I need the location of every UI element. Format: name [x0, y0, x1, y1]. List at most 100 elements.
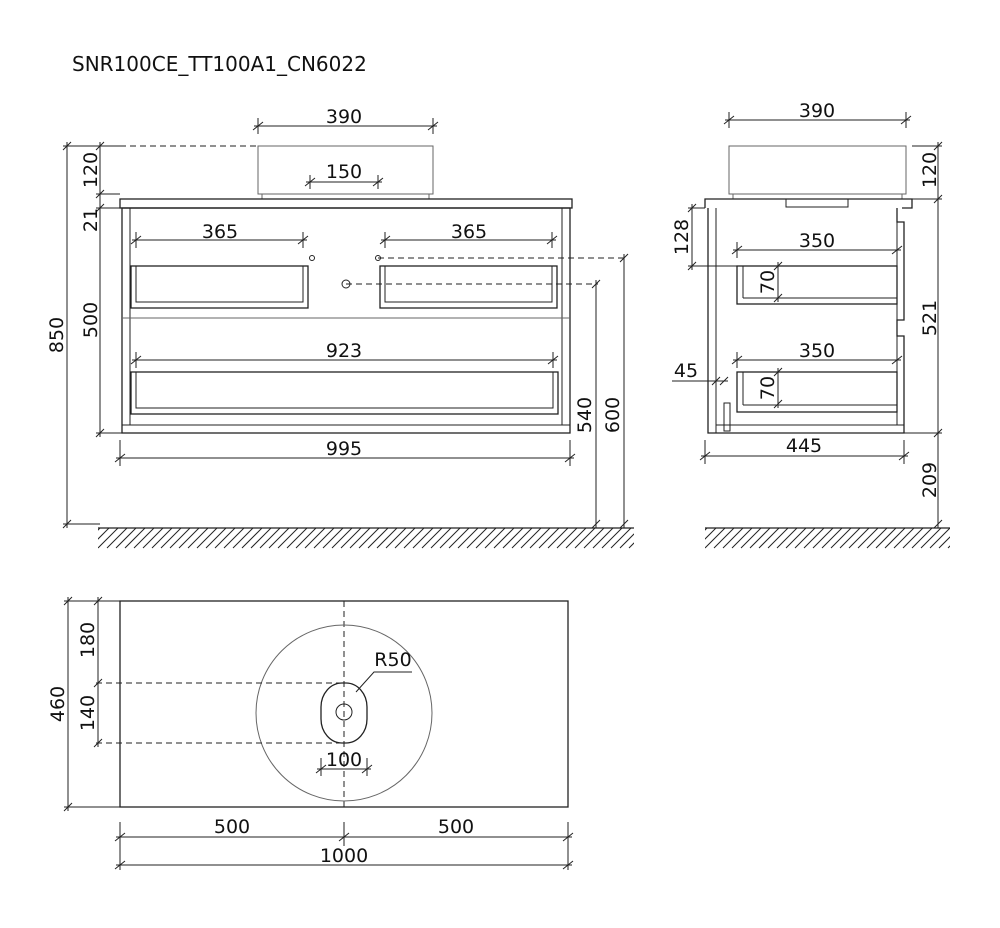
- floor-hatch-line: [466, 528, 488, 549]
- floor-hatch-line: [911, 528, 933, 549]
- floor-hatch-line: [812, 528, 834, 549]
- floor-hatch-line: [448, 528, 470, 549]
- side-drawer-lower-h-label: 70: [757, 376, 779, 400]
- top-depth-label: 460: [47, 686, 69, 722]
- floor-hatch-line: [803, 528, 825, 549]
- floor-hatch-line: [394, 528, 416, 549]
- floor-hatch-line: [574, 528, 596, 549]
- front-cabinet-height-label: 500: [80, 302, 102, 338]
- floor-hatch-line: [106, 528, 128, 549]
- floor-hatch-line: [169, 528, 191, 549]
- floor-hatch-line: [884, 528, 906, 549]
- front-height-600-label: 600: [602, 397, 624, 433]
- floor-hatch-line: [277, 528, 299, 549]
- front-drawer-top-right-label: 365: [451, 221, 487, 243]
- floor-hatch-line: [920, 528, 942, 549]
- floor-hatch-line: [722, 528, 744, 549]
- side-sink: [728, 145, 907, 195]
- front-drain-spacing-label: 150: [326, 161, 362, 183]
- floor-hatch-line: [731, 528, 753, 549]
- floor-hatch-line: [839, 528, 861, 549]
- floor-hatch-line: [713, 528, 735, 549]
- floor-hatch-line: [439, 528, 461, 549]
- side-drawer-upper: [736, 265, 898, 305]
- floor-hatch-line: [520, 528, 542, 549]
- floor-hatch-line: [875, 528, 897, 549]
- floor-hatch-line: [205, 528, 227, 549]
- floor-hatch-line: [592, 528, 614, 549]
- floor-hatch-line: [313, 528, 335, 549]
- floor-hatch-line: [848, 528, 870, 549]
- floor-hatch-line: [178, 528, 200, 549]
- floor-hatch-line: [902, 528, 924, 549]
- floor-hatch-line: [529, 528, 551, 549]
- top-half-right-label: 500: [438, 816, 474, 838]
- top-radius-label: R50: [374, 649, 411, 671]
- floor-hatch-line: [403, 528, 425, 549]
- floor-hatch-line: [538, 528, 560, 549]
- floor-hatch-line: [304, 528, 326, 549]
- floor-hatch-line: [115, 528, 137, 549]
- floor-hatch-line: [331, 528, 353, 549]
- floor-hatch-line: [484, 528, 506, 549]
- floor-hatch-line: [929, 528, 950, 549]
- floor-hatch-line: [187, 528, 209, 549]
- floor-hatch-line: [583, 528, 605, 549]
- floor-hatch-line: [151, 528, 173, 549]
- floor-hatch-line: [232, 528, 254, 549]
- floor-hatch-line: [740, 528, 762, 549]
- side-cabinet-height-label: 521: [919, 300, 941, 336]
- top-sink-outline: [255, 624, 433, 802]
- floor-hatch-line: [821, 528, 843, 549]
- front-sink: [257, 145, 434, 195]
- floor-hatch-line: [619, 533, 634, 549]
- floor-hatch-line: [749, 528, 771, 549]
- front-top-thickness-label: 21: [80, 208, 102, 232]
- floor-hatch-line: [938, 536, 950, 549]
- floor-hatch-line: [610, 528, 632, 549]
- floor-hatch-line: [556, 528, 578, 549]
- top-half-left-label: 500: [214, 816, 250, 838]
- floor-hatch-line: [358, 528, 380, 549]
- floor-hatch-line: [493, 528, 515, 549]
- drawing-title: SNR100CE_TT100A1_CN6022: [72, 52, 367, 76]
- floor-hatch-line: [857, 528, 879, 549]
- floor-hatch-line: [98, 528, 101, 531]
- floor-hatch-line: [601, 528, 623, 549]
- floor-hatch-line: [98, 528, 110, 540]
- floor-hatch-line: [214, 528, 236, 549]
- floor-hatch-line: [628, 542, 634, 549]
- front-overall-width-label: 995: [326, 438, 362, 460]
- floor-hatch-line: [830, 528, 852, 549]
- floor-hatch-line: [124, 528, 146, 549]
- floor-hatch-line: [142, 528, 164, 549]
- side-depth-label: 445: [786, 435, 822, 457]
- front-sink-width-label: 390: [326, 106, 362, 128]
- floor-hatch-line: [705, 528, 708, 531]
- side-drawer-lower-label: 350: [799, 340, 835, 362]
- floor-hatch-line: [160, 528, 182, 549]
- floor-hatch-line: [547, 528, 569, 549]
- floor-hatch-line: [241, 528, 263, 549]
- floor-hatch-line: [794, 528, 816, 549]
- top-dim-140-label: 140: [77, 695, 99, 731]
- floor-hatch-line: [758, 528, 780, 549]
- floor-hatch-line: [785, 528, 807, 549]
- floor-hatch-line: [421, 528, 443, 549]
- floor-hatch-line: [322, 528, 344, 549]
- side-offset-45-label: 45: [674, 360, 698, 382]
- side-drawer-lower: [736, 371, 898, 413]
- floor-hatch-line: [475, 528, 497, 549]
- floor-hatch-line: [98, 528, 119, 549]
- floor-hatch-line: [286, 528, 308, 549]
- side-cabinet: [707, 208, 905, 434]
- side-view: 390 350 350 70 70 45: [671, 100, 950, 549]
- floor-hatch-line: [705, 528, 726, 549]
- floor-hatch-line: [705, 528, 717, 540]
- floor-hatch-line: [511, 528, 533, 549]
- front-countertop: [119, 198, 573, 209]
- side-sink-width-label: 390: [799, 100, 835, 122]
- floor-hatch-line: [412, 528, 434, 549]
- front-drawer-bottom-label: 923: [326, 340, 362, 362]
